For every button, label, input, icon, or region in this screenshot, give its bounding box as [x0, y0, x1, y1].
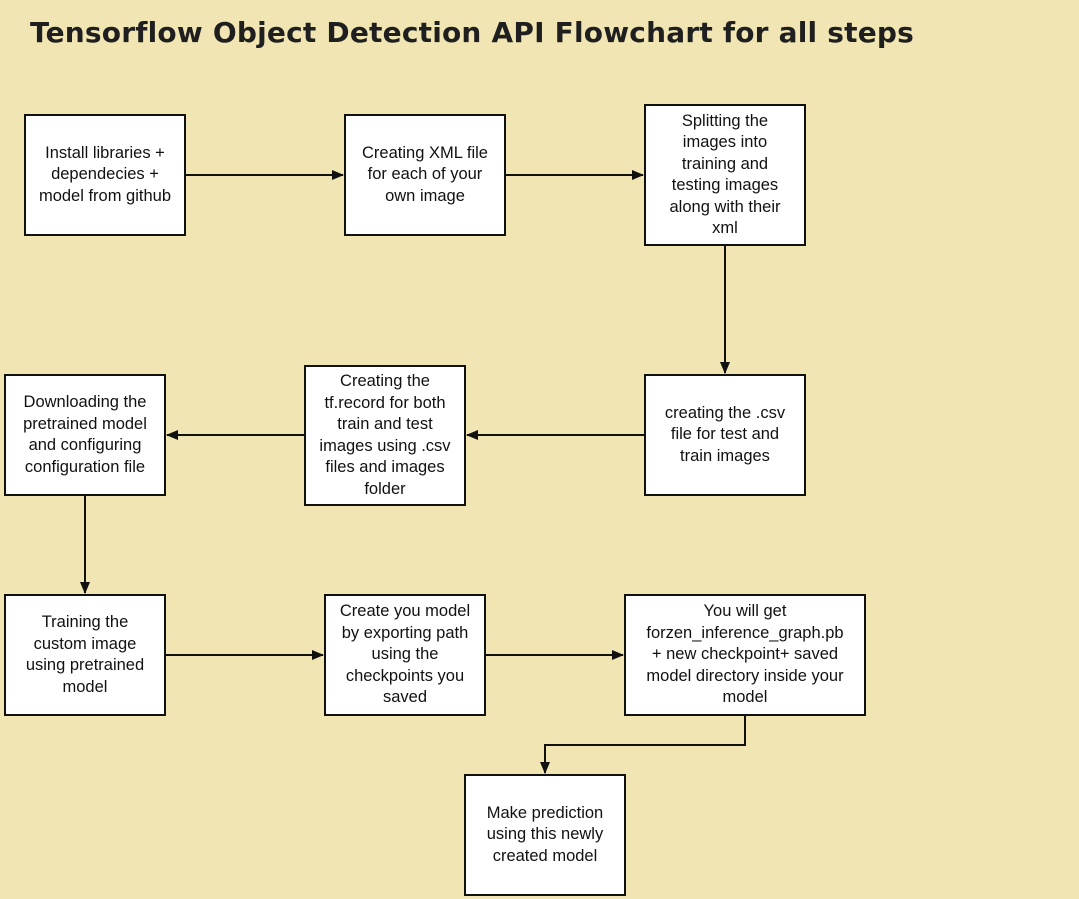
step-output-graph: You will get forzen_inference_graph.pb +… — [624, 594, 866, 716]
step-create-csv: creating the .csv file for test and trai… — [644, 374, 806, 496]
step-train-custom: Training the custom image using pretrain… — [4, 594, 166, 716]
step-download-pretrained: Downloading the pretrained model and con… — [4, 374, 166, 496]
step-split-images: Splitting the images into training and t… — [644, 104, 806, 246]
diagram-title: Tensorflow Object Detection API Flowchar… — [30, 16, 915, 49]
arrow-output-to-predict — [540, 715, 746, 774]
step-export-model: Create you model by exporting path using… — [324, 594, 486, 716]
step-install-libraries: Install libraries + dependecies + model … — [24, 114, 186, 236]
step-create-xml: Creating XML file for each of your own i… — [344, 114, 506, 236]
step-make-prediction: Make prediction using this newly created… — [464, 774, 626, 896]
step-create-tfrecord: Creating the tf.record for both train an… — [304, 365, 466, 506]
